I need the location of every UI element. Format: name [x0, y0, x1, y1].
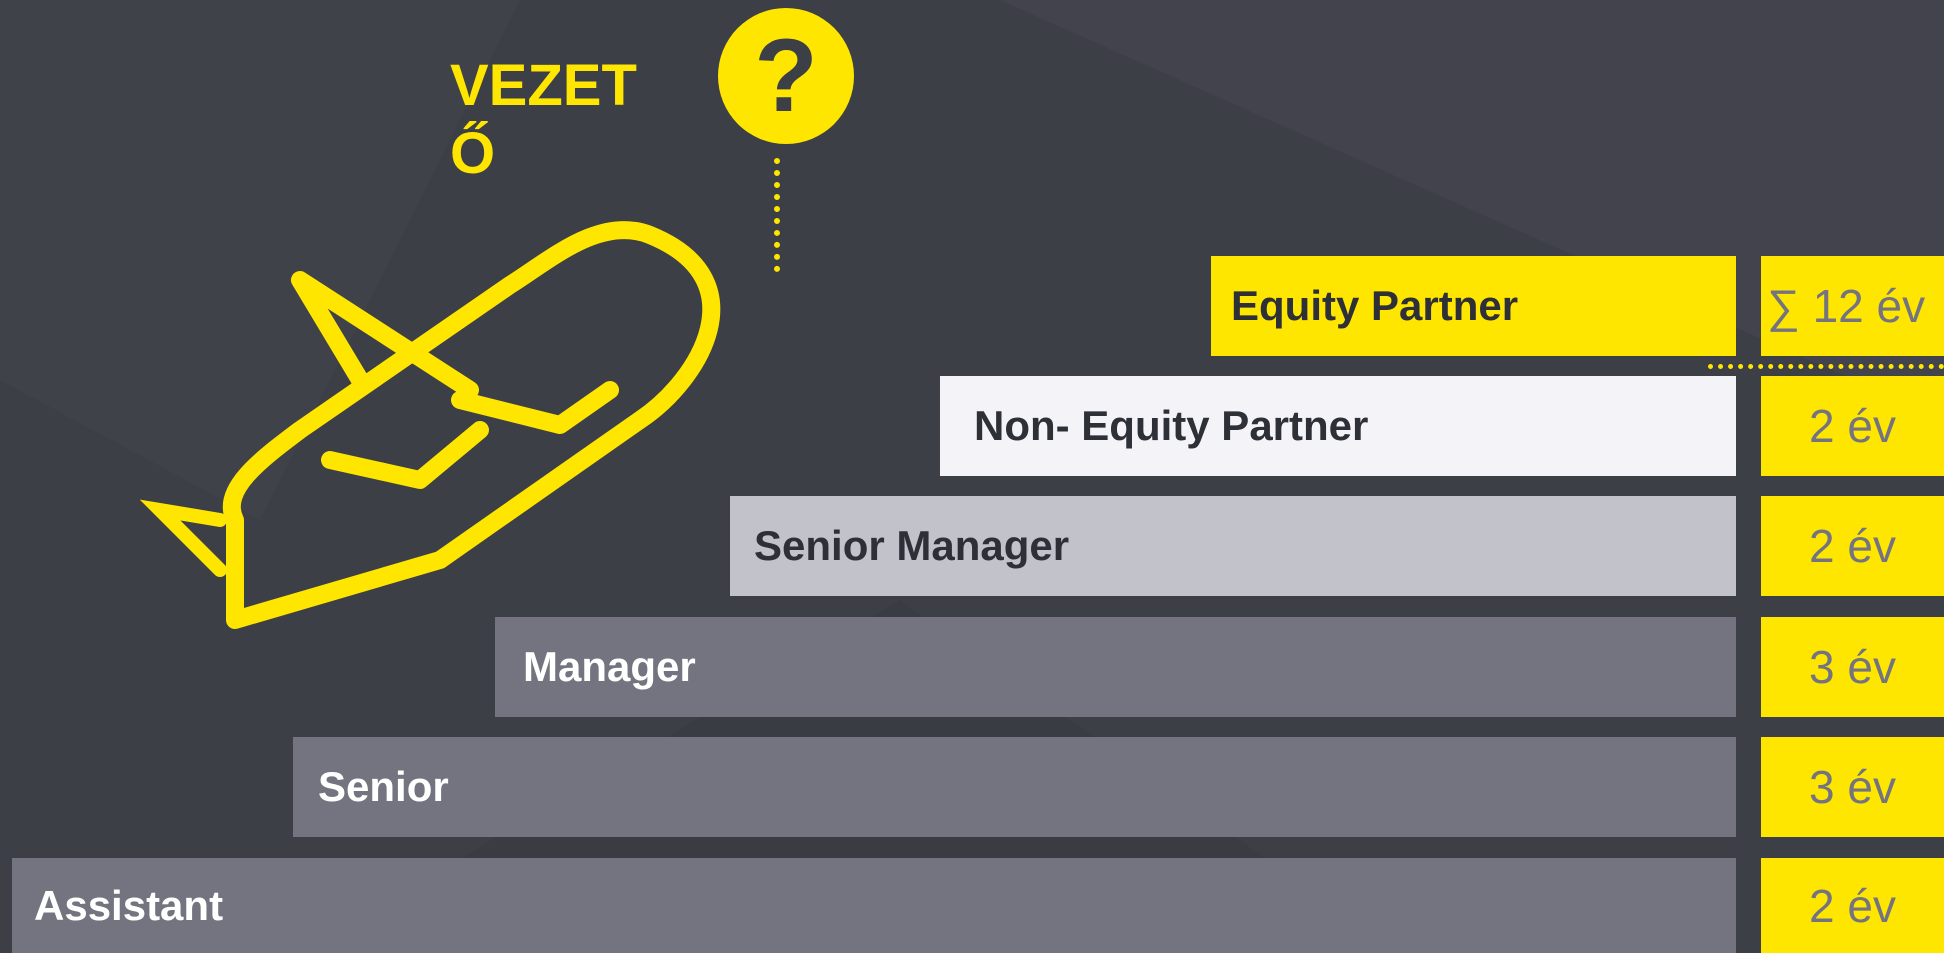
level-bar-manager: Manager: [495, 617, 1736, 717]
duration-value: ∑ 12 év: [1767, 280, 1926, 332]
level-title: Senior Manager: [754, 522, 1070, 569]
duration-value: 3 év: [1809, 641, 1896, 693]
level-title: Senior: [318, 763, 449, 810]
duration-manager: 3 év: [1761, 617, 1944, 717]
level-bar-non-equity-partner: Non- Equity Partner: [940, 376, 1736, 476]
level-bar-equity-partner: Equity Partner: [1211, 256, 1736, 356]
level-title: Equity Partner: [1231, 282, 1519, 329]
level-bar-assistant: Assistant: [12, 858, 1736, 953]
connector-horizontal: [1708, 364, 1944, 369]
duration-senior: 3 év: [1761, 737, 1944, 837]
level-title: Non- Equity Partner: [974, 402, 1369, 449]
duration-value: 2 év: [1809, 879, 1896, 932]
question-mark-icon: ?: [718, 8, 854, 144]
duration-value: 3 év: [1809, 761, 1896, 813]
duration-value: 2 év: [1809, 520, 1896, 572]
level-bar-senior-manager: Senior Manager: [730, 496, 1736, 596]
duration-senior-manager: 2 év: [1761, 496, 1944, 596]
section-heading-line-1: VEZET: [450, 53, 637, 118]
section-heading: VEZET Ő: [450, 52, 650, 188]
connector-vertical: [774, 158, 780, 272]
level-title: Manager: [523, 643, 696, 690]
level-title: Assistant: [34, 881, 224, 929]
duration-non-equity-partner: 2 év: [1761, 376, 1944, 476]
level-bar-senior: Senior: [293, 737, 1736, 837]
duration-equity-partner: ∑ 12 év: [1761, 256, 1944, 356]
duration-value: 2 év: [1809, 400, 1896, 452]
duration-assistant: 2 év: [1761, 858, 1944, 953]
airplane-takeoff-icon: [140, 221, 721, 629]
section-heading-line-2: Ő: [450, 121, 496, 186]
